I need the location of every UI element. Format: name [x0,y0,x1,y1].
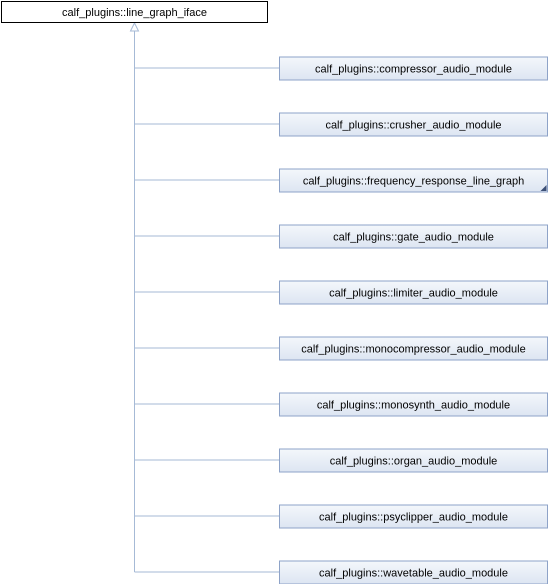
inheritance-edges [129,21,280,573]
derived-class-label: calf_plugins::monosynth_audio_module [317,400,510,412]
derived-class-node[interactable]: calf_plugins::monosynth_audio_module [279,392,548,417]
derived-class-label: calf_plugins::frequency_response_line_gr… [303,176,524,188]
derived-class-node[interactable]: calf_plugins::monocompressor_audio_modul… [279,336,548,361]
derived-class-label: calf_plugins::crusher_audio_module [325,120,501,132]
derived-class-node[interactable]: calf_plugins::crusher_audio_module [279,112,548,137]
base-class-label: calf_plugins::line_graph_iface [62,7,207,19]
derived-class-label: calf_plugins::monocompressor_audio_modul… [301,344,525,356]
derived-class-node[interactable]: calf_plugins::organ_audio_module [279,448,548,473]
inheritance-arrowhead [129,21,140,32]
derived-class-label: calf_plugins::psyclipper_audio_module [319,512,508,524]
derived-class-node[interactable]: calf_plugins::gate_audio_module [279,224,548,249]
derived-class-node[interactable]: calf_plugins::wavetable_audio_module [279,560,548,584]
derived-class-label: calf_plugins::compressor_audio_module [315,64,512,76]
base-class-node[interactable]: calf_plugins::line_graph_iface [1,1,268,23]
derived-class-nodes: calf_plugins::compressor_audio_modulecal… [279,56,548,584]
derived-class-node[interactable]: calf_plugins::frequency_response_line_gr… [279,168,548,193]
derived-class-label: calf_plugins::organ_audio_module [330,456,498,468]
derived-class-node[interactable]: calf_plugins::compressor_audio_module [279,56,548,81]
derived-class-label: calf_plugins::limiter_audio_module [329,288,498,300]
derived-class-label: calf_plugins::gate_audio_module [333,232,494,244]
derived-class-node[interactable]: calf_plugins::psyclipper_audio_module [279,504,548,529]
truncated-marker-icon [540,185,547,191]
derived-class-label: calf_plugins::wavetable_audio_module [319,568,508,580]
derived-class-node[interactable]: calf_plugins::limiter_audio_module [279,280,548,305]
